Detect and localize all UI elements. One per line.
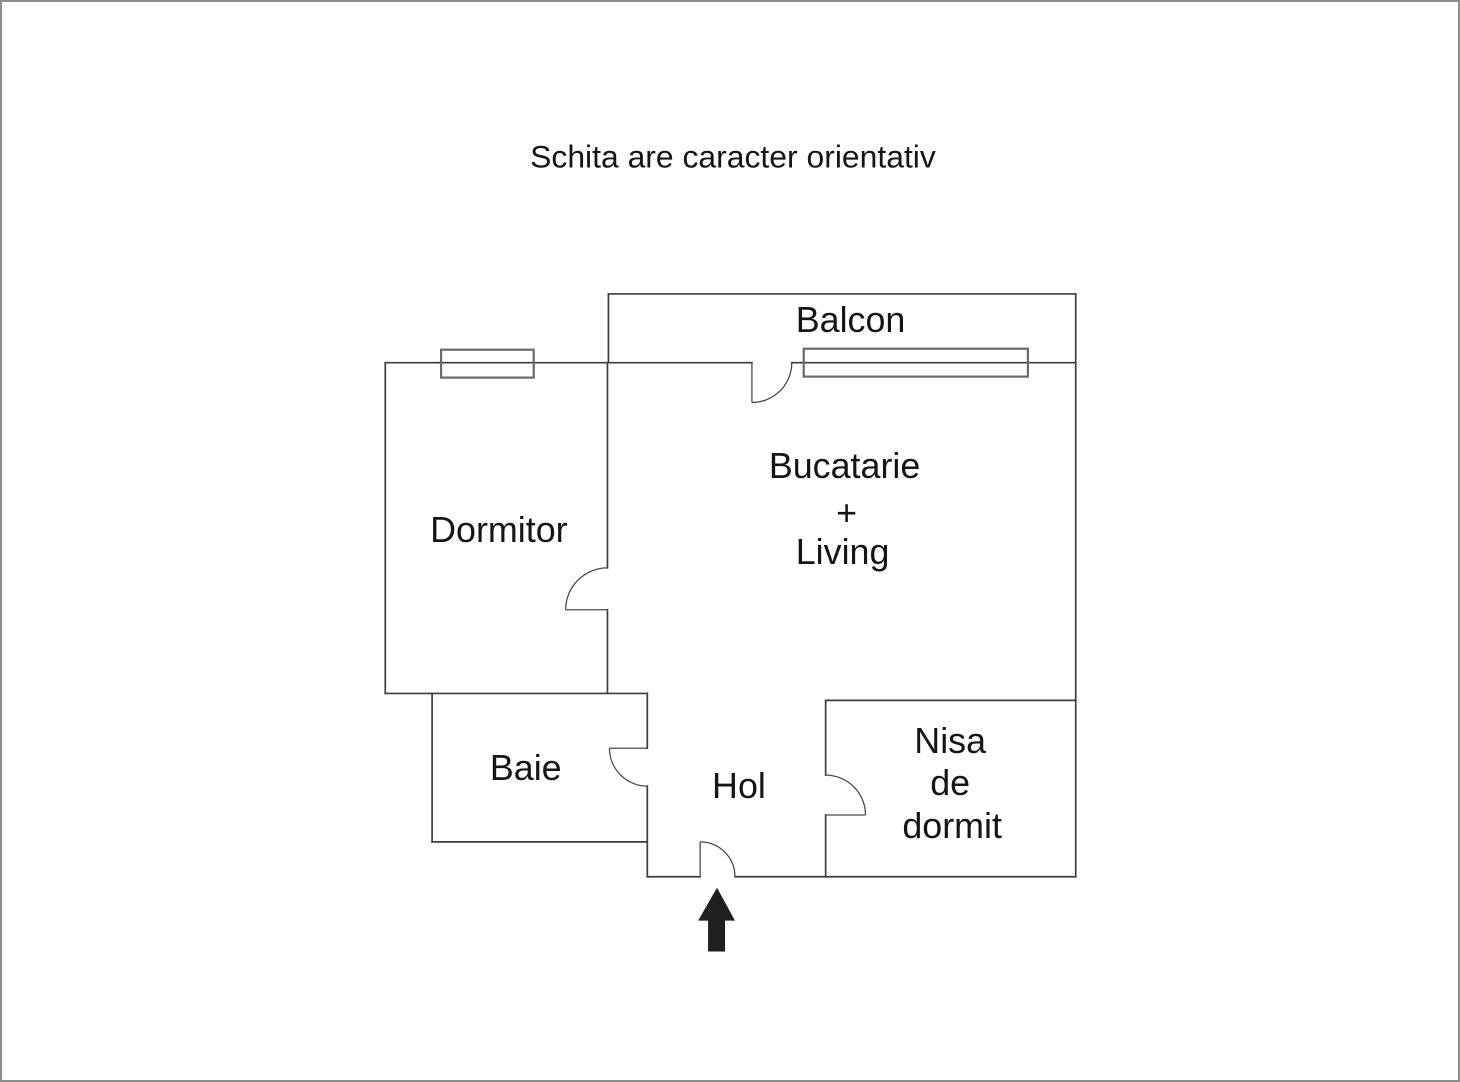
balcon-window-icon [802, 347, 1029, 378]
room-label-nisa-de-dormit: dormit [902, 806, 1002, 846]
nisa-door-swing-icon [825, 774, 867, 815]
window-symbols [439, 347, 1029, 379]
room-label-bucatarie-living: Living [796, 532, 890, 572]
room-label-bucatarie-living: Bucatarie [769, 446, 920, 486]
dormitor-door-swing-icon [564, 567, 608, 610]
entrance-door-swing-icon [700, 841, 736, 877]
room-label-bucatarie-living: + [836, 493, 857, 533]
room-label-baie: Baie [490, 748, 562, 788]
room-label-dormitor: Dormitor [430, 510, 568, 550]
room-label-balcon: Balcon [796, 300, 906, 340]
baie-door-swing-icon [608, 748, 648, 787]
plan-disclaimer-title: Schita are caracter orientativ [530, 138, 936, 174]
dormitor-window-icon [439, 348, 535, 379]
walls [384, 293, 1077, 878]
room-label-nisa-de-dormit: de [930, 763, 970, 803]
entrance-arrow-icon [698, 887, 735, 952]
balcon-door-swing-icon [751, 362, 793, 404]
door-swing-symbols [564, 362, 867, 877]
room-label-nisa-de-dormit: Nisa [914, 721, 986, 761]
room-label-hol: Hol [712, 766, 766, 806]
